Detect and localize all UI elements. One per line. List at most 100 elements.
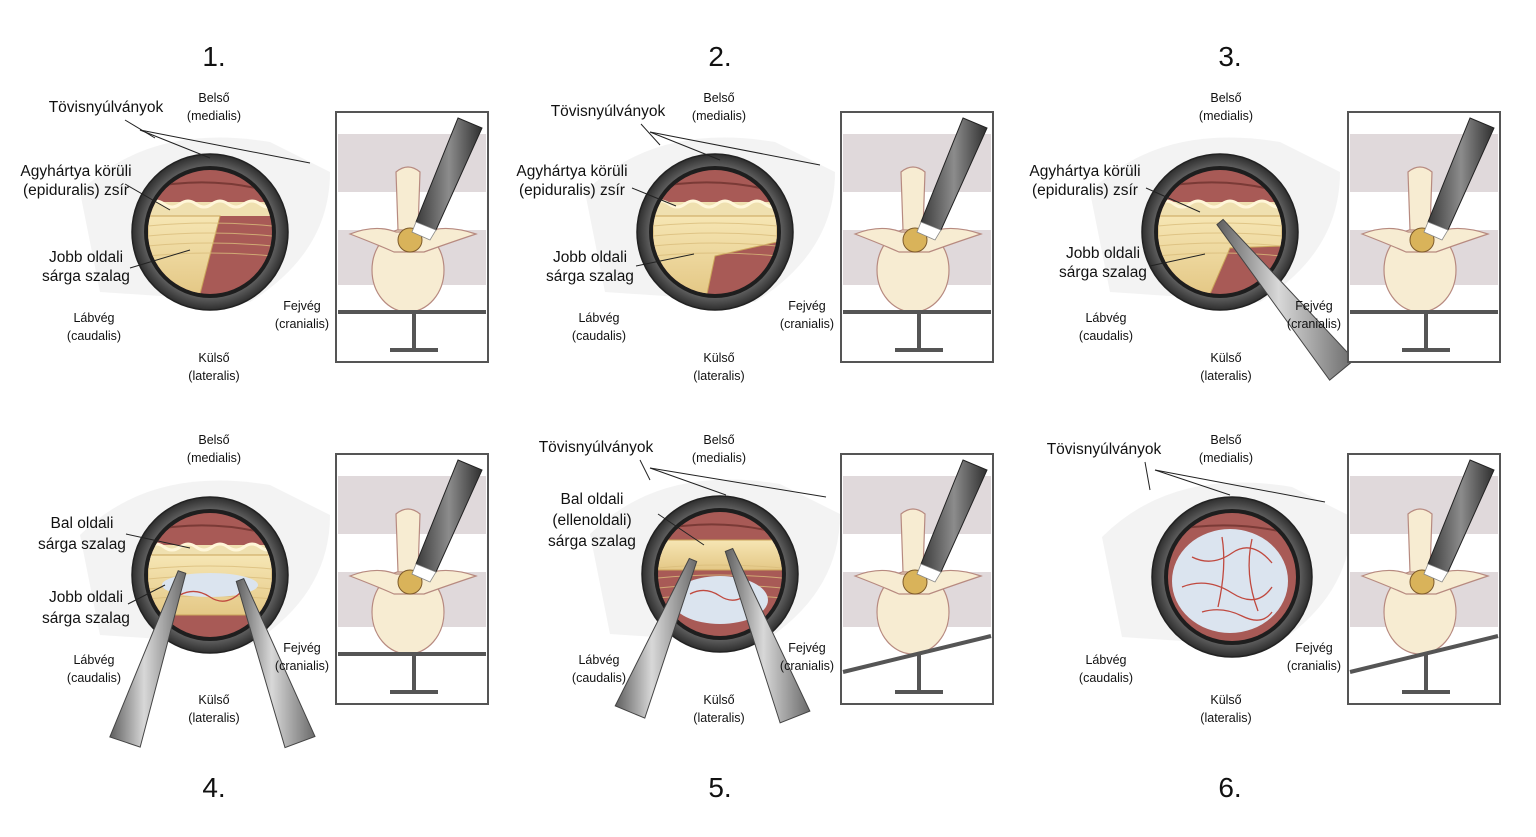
orientation-labels: Belső(medialis)Külső(lateralis)Lábvég(ca… xyxy=(67,433,329,725)
surgical-instrument xyxy=(109,570,187,748)
leader-line xyxy=(124,183,171,211)
ligament-fiber xyxy=(148,252,272,257)
label-cranial: (cranialis) xyxy=(780,659,834,673)
label-cranial: (cranialis) xyxy=(780,317,834,331)
panel-number: 3. xyxy=(1218,41,1241,72)
ligament-fiber xyxy=(653,242,777,247)
anatomy-label: Tövisnyúlványok xyxy=(1047,441,1162,458)
orientation-labels: Belső(medialis)Külső(lateralis)Lábvég(ca… xyxy=(572,91,834,383)
leader-line xyxy=(639,459,651,481)
label-caudal: (caudalis) xyxy=(572,329,626,343)
leader-line xyxy=(1149,253,1206,267)
label-medial: (medialis) xyxy=(1199,109,1253,123)
anatomy-label: Bal oldali xyxy=(51,515,114,532)
fat-highlight xyxy=(148,199,272,209)
label-medial: (medialis) xyxy=(692,451,746,465)
label-medial: (medialis) xyxy=(1199,451,1253,465)
fat-highlight xyxy=(653,199,777,209)
anatomy-label: (epiduralis) zsír xyxy=(1032,182,1138,199)
anatomy-label: sárga szalag xyxy=(546,268,634,285)
blood-vessel xyxy=(1181,582,1273,601)
endoscope-tip xyxy=(1423,563,1449,583)
ligament-fiber xyxy=(1158,242,1282,247)
leader-line xyxy=(129,249,191,269)
panel-3: Belső(medialis)Külső(lateralis)Lábvég(ca… xyxy=(1029,91,1501,383)
label-medial: Belső xyxy=(198,91,229,105)
leader-line xyxy=(139,129,311,164)
leader-line xyxy=(657,513,705,546)
anatomy-label: Jobb oldali xyxy=(49,249,123,266)
ligament-fiber xyxy=(658,574,782,579)
leader-line xyxy=(631,187,677,207)
anatomy-label: Jobb oldali xyxy=(553,249,627,266)
anatomy-label: Agyhártya körüli xyxy=(1029,163,1140,180)
orientation-labels: Belső(medialis)Külső(lateralis)Lábvég(ca… xyxy=(1079,433,1341,725)
label-medial: Belső xyxy=(1210,91,1241,105)
anatomy-label: (epiduralis) zsír xyxy=(23,182,129,199)
side-view-inset xyxy=(840,111,994,363)
panel-1: Belső(medialis)Külső(lateralis)Lábvég(ca… xyxy=(20,91,489,383)
label-caudal: (caudalis) xyxy=(1079,329,1133,343)
panel-number: 5. xyxy=(708,772,731,803)
leader-line xyxy=(1154,469,1326,503)
leader-line xyxy=(649,131,821,166)
label-caudal: (caudalis) xyxy=(67,329,121,343)
label-cranial: (cranialis) xyxy=(275,659,329,673)
label-lateral: (lateralis) xyxy=(1200,711,1251,725)
ligament-fiber xyxy=(1158,252,1282,257)
surgical-instrument xyxy=(235,577,316,749)
anatomy-label: sárga szalag xyxy=(548,533,636,550)
ligamentum-flavum xyxy=(653,215,777,294)
label-caudal: Lábvég xyxy=(1085,653,1126,667)
ligamentum-flavum xyxy=(148,215,221,294)
panel-6: Belső(medialis)Külső(lateralis)Lábvég(ca… xyxy=(1047,433,1501,725)
leader-line xyxy=(640,123,661,146)
label-caudal: (caudalis) xyxy=(1079,671,1133,685)
label-cranial: Fejvég xyxy=(1295,299,1333,313)
blood-vessel xyxy=(1191,547,1273,564)
label-medial: Belső xyxy=(1210,433,1241,447)
leader-line xyxy=(649,131,721,161)
surgical-instrument xyxy=(724,547,811,724)
label-caudal: Lábvég xyxy=(1085,311,1126,325)
endoscope-tip xyxy=(916,221,942,241)
anatomy-label: (ellenoldali) xyxy=(552,512,631,529)
endoscope-tip xyxy=(411,563,437,583)
side-view-inset xyxy=(1347,111,1501,363)
anatomy-label: (epiduralis) zsír xyxy=(519,182,625,199)
ligament-fiber xyxy=(148,242,272,247)
anatomy-label: Bal oldali xyxy=(561,491,624,508)
panel-number: 6. xyxy=(1218,772,1241,803)
label-cranial: (cranialis) xyxy=(1287,317,1341,331)
leader-line xyxy=(1154,469,1231,496)
leader-line xyxy=(1144,461,1151,491)
leader-line xyxy=(649,467,727,496)
surgical-instrument xyxy=(614,557,698,719)
label-medial: (medialis) xyxy=(187,451,241,465)
label-lateral: Külső xyxy=(198,351,229,365)
ligament-fiber xyxy=(1158,232,1282,237)
leader-line xyxy=(124,119,156,139)
anatomy-label: sárga szalag xyxy=(42,610,130,627)
label-cranial: Fejvég xyxy=(788,641,826,655)
label-caudal: Lábvég xyxy=(578,653,619,667)
orientation-labels: Belső(medialis)Külső(lateralis)Lábvég(ca… xyxy=(572,433,834,725)
label-lateral: Külső xyxy=(198,693,229,707)
label-cranial: (cranialis) xyxy=(275,317,329,331)
endoscope-tip xyxy=(1423,221,1449,241)
dura-mater xyxy=(1172,529,1288,633)
anatomy-label: Agyhártya körüli xyxy=(20,163,131,180)
label-cranial: Fejvég xyxy=(283,299,321,313)
orientation-labels: Belső(medialis)Külső(lateralis)Lábvég(ca… xyxy=(67,91,329,383)
label-lateral: Külső xyxy=(703,351,734,365)
panel-5: Belső(medialis)Külső(lateralis)Lábvég(ca… xyxy=(539,433,994,725)
fat-highlight xyxy=(1158,199,1282,209)
label-lateral: (lateralis) xyxy=(693,369,744,383)
anatomy-label: sárga szalag xyxy=(1059,264,1147,281)
anatomy-label: Tövisnyúlványok xyxy=(551,103,666,120)
leader-line xyxy=(125,533,191,549)
anatomy-label: Jobb oldali xyxy=(49,589,123,606)
label-caudal: Lábvég xyxy=(73,311,114,325)
